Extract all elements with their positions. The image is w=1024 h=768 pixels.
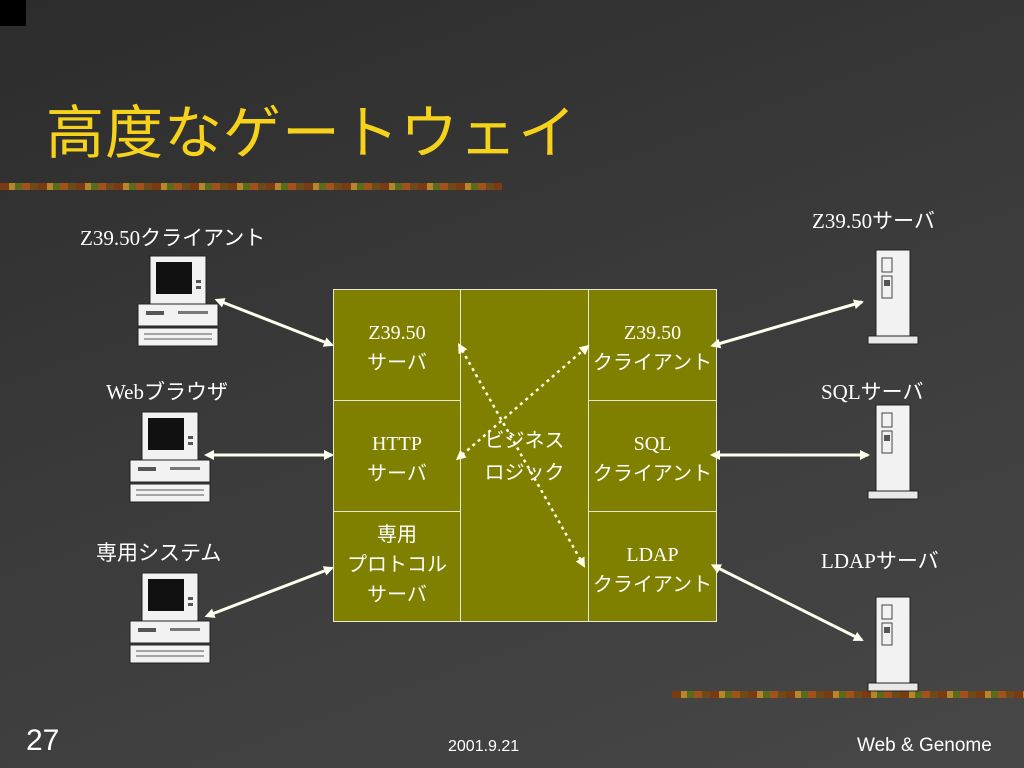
label-z3950-server: Z39.50サーバ [812,209,935,233]
dotted-arrow [455,344,590,461]
cell-line: 専用 [377,524,417,546]
server-icon [867,249,919,345]
cell-dedicated-protocol-server: 専用 プロトコル サーバ [333,511,461,622]
footer-date: 2001.9.21 [448,738,520,755]
cell-line: クライアント [592,352,713,374]
connector-arrow [214,298,334,347]
label-z3950-client: Z39.50クライアント [80,226,266,250]
computer-icon [129,572,211,664]
cell-line: サーバ [367,584,427,606]
cell-line: クライアント [592,463,713,485]
page-number: 27 [26,724,60,757]
server-icon [867,596,919,692]
cell-line: Z39.50 [623,322,682,344]
dotted-arrow [458,343,586,568]
slide-title: 高度なゲートウェイ [46,99,578,167]
label-dedicated-system: 専用システム [96,541,222,565]
cell-line: プロトコル [347,554,447,576]
cell-line: サーバ [367,352,427,374]
server-icon [867,404,919,500]
cell-line: サーバ [367,463,427,485]
footer-text: Web & Genome [857,735,992,756]
label-sql-server: SQLサーバ [821,380,924,404]
cell-line: HTTP [372,433,422,455]
connector-arrow [710,299,864,349]
computer-icon [137,255,219,347]
decorative-band-top [0,183,502,190]
cell-line: Z39.50 [368,322,426,344]
computer-icon [129,411,211,503]
corner-mark [0,0,26,26]
decorative-band-bottom [672,691,1024,698]
connector-arrow [204,566,334,618]
cell-line: クライアント [592,574,713,596]
connector-arrow [710,564,864,642]
cell-line: LDAP [626,544,679,566]
label-web-browser: Webブラウザ [106,380,228,404]
cell-line: SQL [633,433,672,455]
